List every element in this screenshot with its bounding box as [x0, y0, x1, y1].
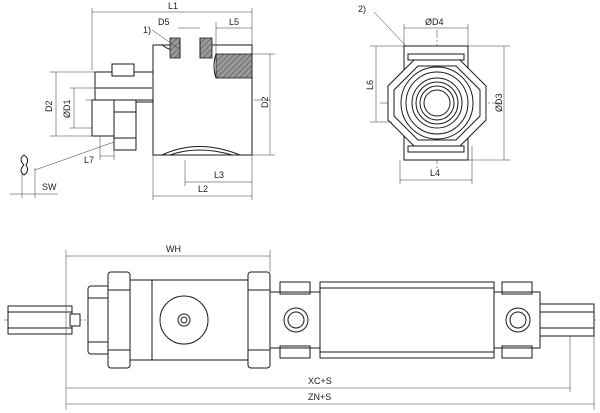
jam-nut-left [107, 271, 131, 369]
assembly-view: WH XC+S ZN+S [4, 244, 596, 410]
dim-l4: L4 [430, 168, 440, 178]
note-1: 1) [143, 25, 151, 35]
end-view: 2) ØD4 L6 ØD3 L4 [358, 4, 510, 184]
dim-sw: SW [42, 182, 57, 192]
dim-d2-mid: D2 [260, 96, 270, 108]
wrench-icon [20, 154, 29, 176]
set-screw [111, 63, 135, 77]
clevis-port-outer [159, 295, 209, 345]
dim-l6: L6 [365, 80, 375, 90]
fitting-stem [91, 99, 117, 137]
dim-l7: L7 [84, 155, 94, 165]
front-cap [269, 291, 321, 349]
top-port-hatch-left [169, 37, 181, 59]
end-circle-1 [400, 66, 474, 140]
top-port-hatch-right [199, 37, 213, 59]
rear-rod [539, 303, 595, 337]
piston-rod [7, 305, 73, 335]
jam-nut-right [247, 271, 271, 369]
note-2: 2) [358, 4, 366, 14]
hex-nut [113, 99, 137, 151]
bottom-port-arc [161, 146, 241, 156]
rear-cap [493, 291, 541, 349]
cylinder-barrel [319, 281, 495, 359]
dim-d2-left: D2 [44, 100, 54, 112]
dim-l2: L2 [198, 184, 208, 194]
dim-zn: ZN+S [308, 392, 331, 402]
side-view: L1 L5 D5 1) D2 ØD1 D2 L7 SW [10, 1, 275, 200]
fitting-upper [94, 71, 154, 103]
dim-d3: ØD3 [494, 93, 504, 112]
dim-d5: D5 [158, 17, 170, 27]
octagon-nut [387, 59, 487, 147]
dim-d1: ØD1 [62, 99, 72, 118]
side-port-hatch [215, 53, 253, 79]
dim-l1: L1 [168, 1, 178, 11]
rod-nut [87, 285, 111, 355]
dim-xc: XC+S [308, 376, 332, 386]
clevis-body [129, 279, 249, 361]
dim-wh: WH [166, 244, 181, 254]
dim-l3: L3 [214, 170, 224, 180]
dim-d4: ØD4 [425, 17, 444, 27]
dim-l5: L5 [229, 17, 239, 27]
